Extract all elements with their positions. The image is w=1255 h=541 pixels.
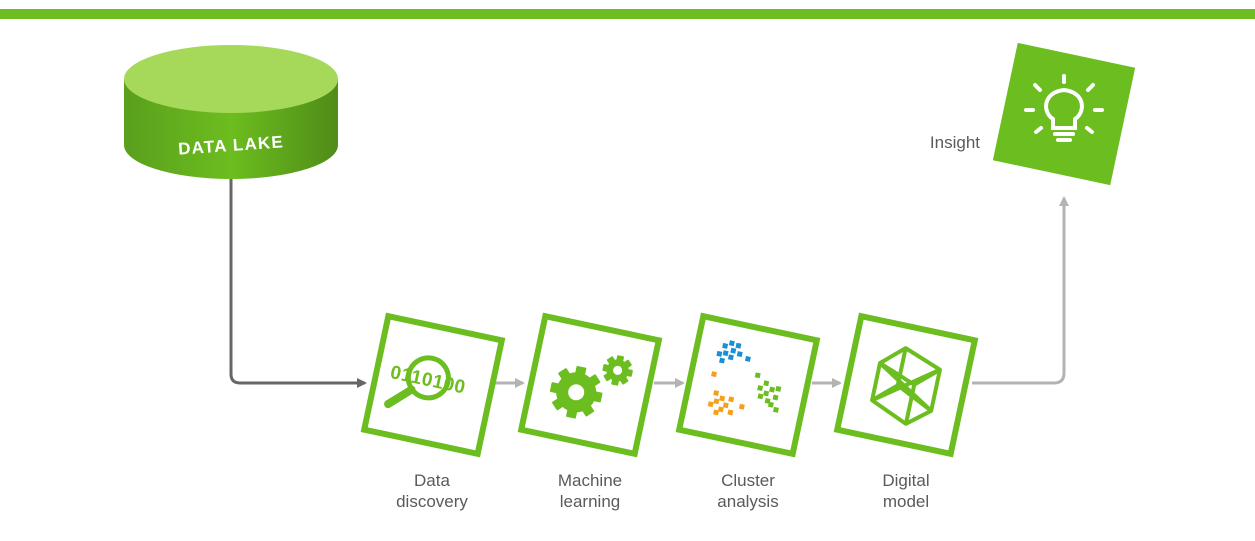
- step-label-line1: Cluster: [721, 471, 775, 490]
- step-label-line1: Data: [414, 471, 450, 490]
- step-label-line2: analysis: [717, 492, 779, 511]
- connector-lake-to-discovery: [229, 178, 367, 388]
- step-label-line2: learning: [559, 492, 621, 511]
- wireframe-cube-icon: [870, 346, 942, 426]
- step-label-line2: model: [882, 492, 930, 511]
- step-label-data-discovery: Data discovery: [367, 470, 497, 512]
- lightbulb-icon: [1024, 74, 1104, 142]
- top-accent-bar: [0, 9, 1255, 19]
- insight-tile: [992, 42, 1136, 186]
- step-label-line1: Digital: [882, 471, 930, 490]
- insight-label: Insight: [929, 133, 980, 152]
- step-machine-learning-tile: [517, 312, 663, 458]
- step-label-line2: discovery: [396, 492, 468, 511]
- step-label-line1: Machine: [557, 471, 623, 490]
- step-label-cluster-analysis: Cluster analysis: [683, 470, 813, 512]
- data-lake-cylinder: DATA LAKE: [124, 45, 338, 179]
- gears-icon: [549, 355, 633, 419]
- step-digital-model-tile: [833, 312, 979, 458]
- step-label-digital-model: Digital model: [841, 470, 971, 512]
- step-label-machine-learning: Machine learning: [525, 470, 655, 512]
- connector-model-to-insight: [972, 196, 1069, 385]
- step-data-discovery-tile: 0110100: [360, 312, 506, 458]
- step-cluster-analysis-tile: [675, 312, 821, 458]
- scatter-clusters-icon: [707, 340, 782, 416]
